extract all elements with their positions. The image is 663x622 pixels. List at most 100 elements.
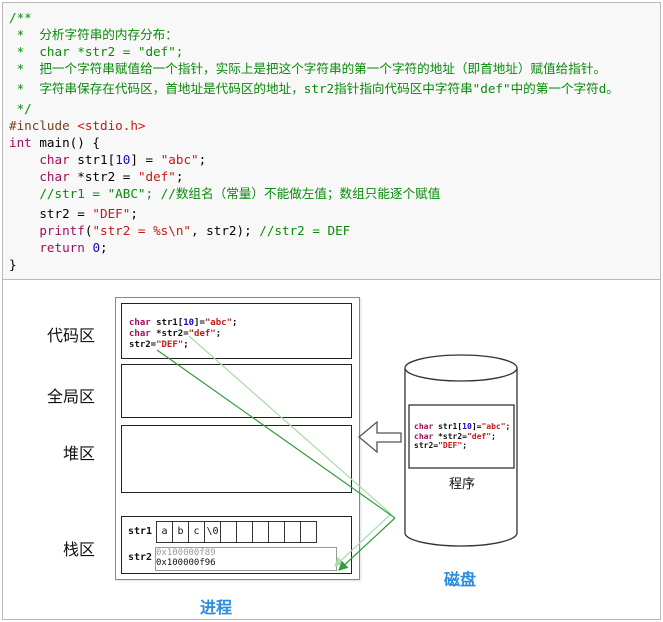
disk-caption: 磁盘 — [444, 570, 477, 589]
string-literal: "DEF" — [438, 441, 463, 450]
source-code: /** * 分析字符串的内存分布： * char *str2 = "def"; … — [9, 9, 619, 273]
comment-line: * 分析字符串的内存分布： — [9, 27, 178, 42]
str2-label: str2 — [128, 552, 153, 563]
code-text: ; — [175, 169, 184, 184]
keyword: char — [39, 169, 70, 184]
snippet-line: char *str2="def"; — [414, 432, 496, 441]
string-literal: "def" — [466, 431, 492, 441]
code-text: *str2= — [150, 329, 189, 339]
code-text: ]= — [471, 422, 482, 431]
code-text: ; — [231, 318, 238, 328]
code-text: ; — [462, 441, 468, 450]
string-literal: "DEF" — [92, 206, 131, 221]
code-line-assign: str2 = "DEF"; — [9, 205, 619, 222]
array-cell — [300, 521, 317, 543]
old-pointer-line — [188, 335, 392, 515]
keyword: char — [414, 431, 434, 441]
heap-segment — [121, 425, 352, 493]
code-text: ; — [100, 240, 108, 255]
function-name: printf — [39, 223, 85, 238]
code-text: ; — [505, 422, 511, 431]
str2-old-address: 0x100000f89 — [156, 548, 216, 558]
code-text: ( — [84, 223, 93, 238]
include-line: #include <stdio.h> — [9, 117, 619, 134]
comment-line: */ — [9, 101, 32, 116]
string-literal: "abc" — [204, 318, 232, 328]
code-line-return: return 0; — [9, 239, 619, 256]
code-text: ; — [130, 206, 138, 221]
str2-new-address: 0x100000f96 — [156, 558, 216, 568]
str2-pointer-cell: 0x100000f89 0x100000f96 — [155, 547, 337, 571]
str1-char-array: a b c \0 — [156, 521, 317, 543]
code-text: str1[ — [69, 152, 116, 167]
string-literal: "def" — [137, 169, 176, 184]
process-caption: 进程 — [200, 598, 233, 617]
stack-segment: str1 a b c \0 str2 0x100000f89 0x100000f… — [121, 516, 352, 574]
code-line-str1: char str1[10] = "abc"; — [9, 151, 619, 168]
keyword: int — [9, 135, 32, 150]
comment-line: * 字符串保存在代码区，首地址是代码区的地址，str2指针指向代码区中字符串"d… — [9, 81, 619, 96]
snippet-line: char *str2="def"; — [129, 329, 221, 339]
include-header: <stdio.h> — [77, 118, 146, 133]
str1-label: str1 — [128, 526, 153, 537]
code-text: ] = — [130, 152, 161, 167]
stack-region-label: 栈区 — [63, 540, 96, 559]
code-region-label: 代码区 — [47, 326, 96, 345]
memory-diagram: 代码区 全局区 堆区 栈区 char str1[10]="abc"; char … — [3, 280, 660, 619]
snippet-line: char str1[10]="abc"; — [129, 318, 237, 328]
process-memory-box: char str1[10]="abc"; char *str2="def"; s… — [115, 297, 360, 580]
global-segment — [121, 364, 352, 418]
program-label: 程序 — [449, 477, 476, 492]
inline-comment: //str1 = "ABC"; //数组名（常量）不能做左值；数组只能逐个赋值 — [39, 186, 441, 201]
code-text: ; — [491, 431, 496, 441]
old-pointer-arrow — [334, 513, 392, 567]
keyword: char — [39, 152, 70, 167]
closing-brace: } — [9, 257, 17, 272]
code-line-comment: //str1 = "ABC"; //数组名（常量）不能做左值；数组只能逐个赋值 — [9, 185, 619, 205]
main-line: int main() { — [9, 134, 619, 151]
string-literal: "abc" — [160, 152, 199, 167]
code-text: str1[ — [150, 318, 184, 328]
new-pointer-arrow — [338, 517, 396, 571]
string-literal: "abc" — [481, 422, 506, 431]
program-box — [408, 404, 515, 469]
number-literal: 10 — [462, 422, 472, 431]
heap-region-label: 堆区 — [63, 444, 96, 463]
code-text: ]= — [194, 318, 205, 328]
number-literal: 10 — [115, 152, 131, 167]
keyword: return — [39, 240, 85, 255]
number-literal: 0 — [92, 240, 101, 255]
string-literal: "str2 = %s\n" — [92, 223, 192, 238]
snippet-line: str2="DEF"; — [414, 441, 467, 450]
code-text: , str2); — [191, 223, 260, 238]
code-panel: /** * 分析字符串的内存分布： * char *str2 = "def"; … — [3, 3, 660, 280]
inline-comment: //str2 = DEF — [259, 223, 351, 238]
snippet-line: str2="DEF"; — [129, 340, 189, 350]
code-text: *str2= — [433, 431, 467, 441]
load-arrow-icon — [357, 420, 402, 454]
code-text: str2= — [129, 340, 157, 350]
code-line-str2: char *str2 = "def"; — [9, 168, 619, 185]
code-segment-snippet: char str1[10]="abc"; char *str2="def"; s… — [129, 318, 237, 351]
code-segment: char str1[10]="abc"; char *str2="def"; s… — [121, 303, 352, 359]
new-pointer-line — [156, 349, 396, 519]
code-line-printf: printf("str2 = %s\n", str2); //str2 = DE… — [9, 222, 619, 239]
keyword: char — [129, 318, 151, 328]
code-text: main() { — [31, 135, 100, 150]
global-region-label: 全局区 — [47, 387, 96, 406]
comment-line: /** — [9, 10, 32, 25]
number-literal: 10 — [183, 318, 195, 328]
keyword: char — [414, 422, 434, 431]
code-text: str1[ — [433, 422, 463, 431]
code-text: ; — [215, 329, 222, 339]
comment-line: * char *str2 = "def"; — [9, 44, 184, 59]
code-text: ; — [183, 340, 189, 350]
include-directive: #include — [9, 118, 70, 133]
keyword: char — [129, 329, 151, 339]
string-literal: "DEF" — [156, 340, 184, 350]
snippet-line: char str1[10]="abc"; — [414, 422, 510, 431]
code-text: *str2 = — [69, 169, 138, 184]
code-text: ; — [198, 152, 207, 167]
diagram-overlay — [156, 335, 518, 571]
